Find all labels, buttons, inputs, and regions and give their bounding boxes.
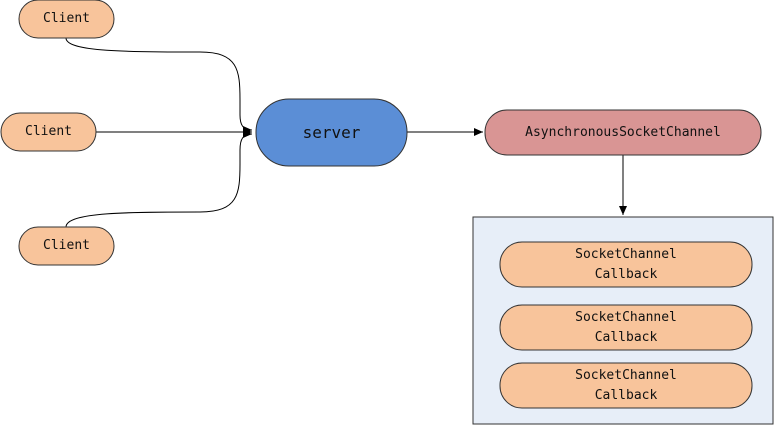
server-node: [255, 98, 408, 167]
client-node-2: [0, 112, 97, 152]
callback-node-3: [499, 362, 753, 409]
connector-client1-server: [65, 37, 253, 134]
client-node-1: [18, 0, 115, 39]
connector-client3-server: [65, 130, 253, 228]
callback-node-2: [499, 304, 753, 351]
client-node-3: [18, 226, 115, 266]
callback-node-1: [499, 241, 753, 288]
async-channel-node: [484, 109, 762, 156]
